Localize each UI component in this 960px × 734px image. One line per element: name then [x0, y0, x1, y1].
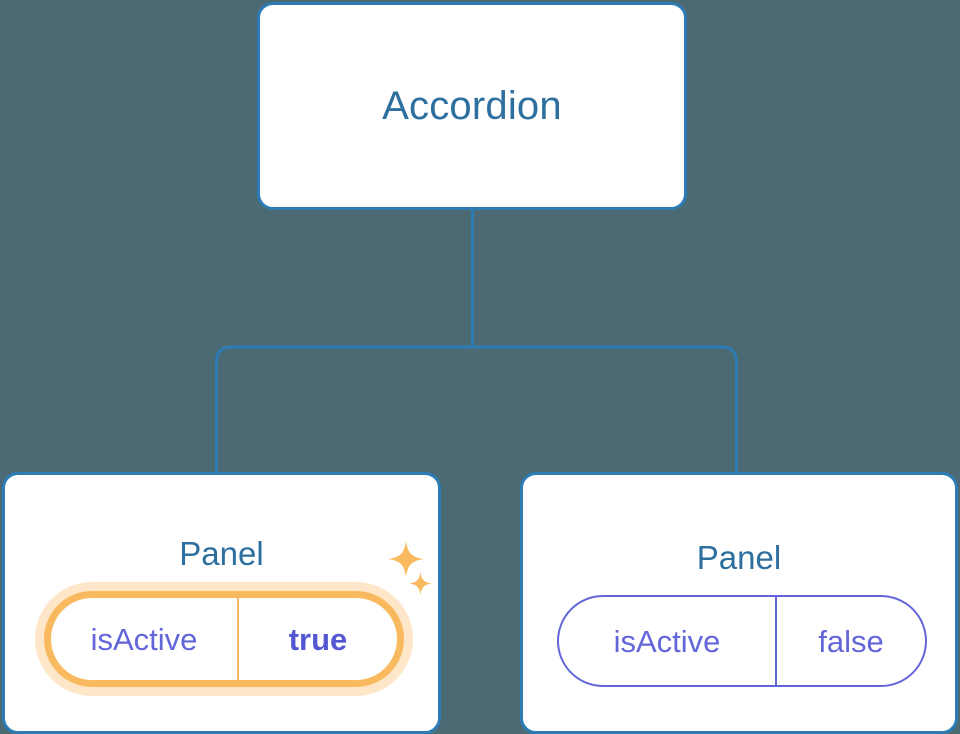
node-panel-active-title: Panel — [179, 535, 264, 572]
prop-pill-isactive-false[interactable]: isActive false — [557, 595, 927, 687]
prop-key: isActive — [613, 623, 721, 659]
node-accordion-title: Accordion — [382, 84, 562, 128]
prop-pill-body: isActive true — [44, 591, 404, 687]
prop-pill-body: isActive false — [557, 595, 927, 687]
prop-value: true — [237, 598, 397, 680]
node-panel-inactive-title: Panel — [696, 539, 782, 576]
connector-branch-left — [215, 345, 473, 472]
connector-branch-right — [472, 345, 738, 472]
node-accordion[interactable]: Accordion — [257, 2, 687, 210]
prop-pill-isactive-true[interactable]: isActive true — [44, 591, 404, 687]
prop-key: isActive — [90, 621, 198, 657]
prop-value: false — [775, 597, 925, 685]
